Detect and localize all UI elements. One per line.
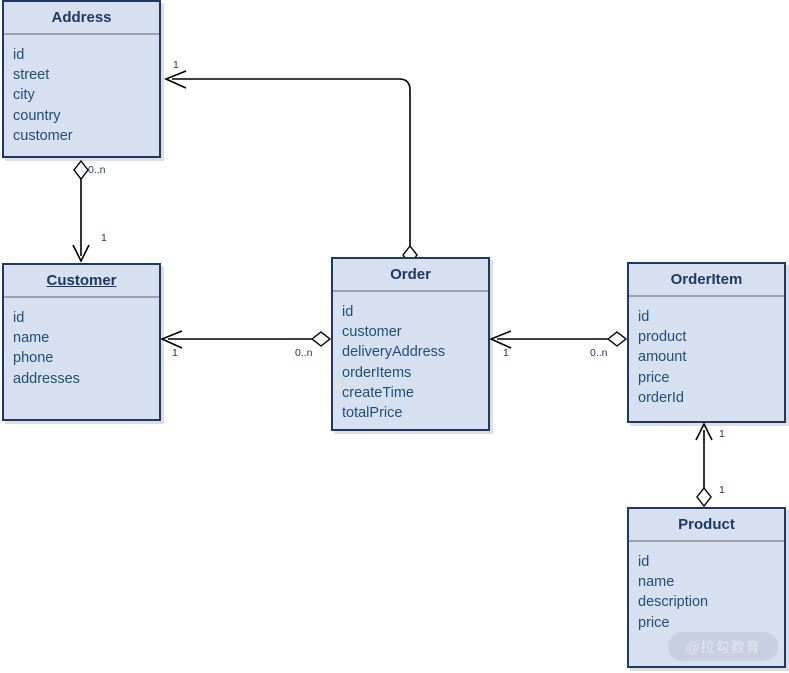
class-attributes-product: id name description price [629,542,784,639]
attribute-row: price [638,614,670,631]
open-arrow-head [159,330,183,349]
multiplicity-label: 0..n [590,347,608,359]
attribute-row: customer [13,127,73,144]
attribute-row: id [638,309,650,325]
class-header-order: Order [333,259,488,292]
relation-address-customer [72,159,90,263]
multiplicity-label: 1 [101,232,107,244]
attribute-row: description [638,594,709,611]
attribute-row: street [13,67,50,84]
class-attributes-orderitem: id product amount price orderId [629,297,784,415]
attribute-row: id [342,304,354,320]
attribute-row: name [638,574,675,591]
attribute-row: customer [342,324,402,341]
attribute-row: addresses [13,370,80,387]
class-header-product: Product [629,509,784,542]
open-arrow-head [488,330,512,349]
attribute-row: product [638,329,687,346]
aggregation-diamond [696,486,712,508]
class-title-order: Order [390,266,431,283]
open-arrow-head [163,70,187,89]
class-header-customer: Customer [4,265,159,298]
attribute-row: id [638,554,650,570]
relation-product-orderitem [695,422,713,508]
attribute-row: country [13,107,61,124]
class-box-address[interactable]: Address id street city country customer [2,0,161,158]
relation-order-address [163,70,418,266]
class-box-orderitem[interactable]: OrderItem id product amount price orderI… [627,262,786,423]
multiplicity-label: 1 [173,59,179,71]
aggregation-diamond [310,331,332,347]
class-header-address: Address [4,2,159,35]
attribute-row: city [13,87,35,104]
open-arrow-head [72,244,90,263]
class-title-customer: Customer [46,272,117,289]
multiplicity-label: 1 [719,428,725,440]
attribute-row: id [13,310,25,326]
class-attributes-order: id customer deliveryAddress orderItems c… [333,292,488,430]
attribute-row: id [13,47,25,63]
class-title-address: Address [51,9,112,26]
attribute-row: orderItems [342,364,412,381]
open-arrow-head [695,422,713,441]
attribute-row: amount [638,349,687,366]
multiplicity-label: 0..n [295,347,313,359]
relation-orderitem-order [488,330,628,349]
multiplicity-label: 1 [503,347,509,359]
multiplicity-label: 0..n [88,164,106,176]
class-title-orderitem: OrderItem [670,271,743,288]
multiplicity-label: 1 [172,347,178,359]
class-attributes-customer: id name phone addresses [4,298,159,395]
watermark: @拉勾教育 [668,632,778,661]
aggregation-diamond [606,331,628,347]
multiplicity-label: 1 [719,484,725,496]
attribute-row: deliveryAddress [342,344,446,361]
class-title-product: Product [678,516,735,533]
class-attributes-address: id street city country customer [4,35,159,153]
attribute-row: price [638,369,670,386]
relation-order-customer [159,330,332,349]
attribute-row: totalPrice [342,405,403,422]
attribute-row: name [13,330,50,347]
aggregation-diamond [73,159,89,181]
attribute-row: createTime [342,384,414,401]
class-box-order[interactable]: Order id customer deliveryAddress orderI… [331,257,490,431]
attribute-row: phone [13,350,54,367]
attribute-row: orderId [638,389,684,406]
class-header-orderitem: OrderItem [629,264,784,297]
class-box-customer[interactable]: Customer id name phone addresses [2,263,161,421]
